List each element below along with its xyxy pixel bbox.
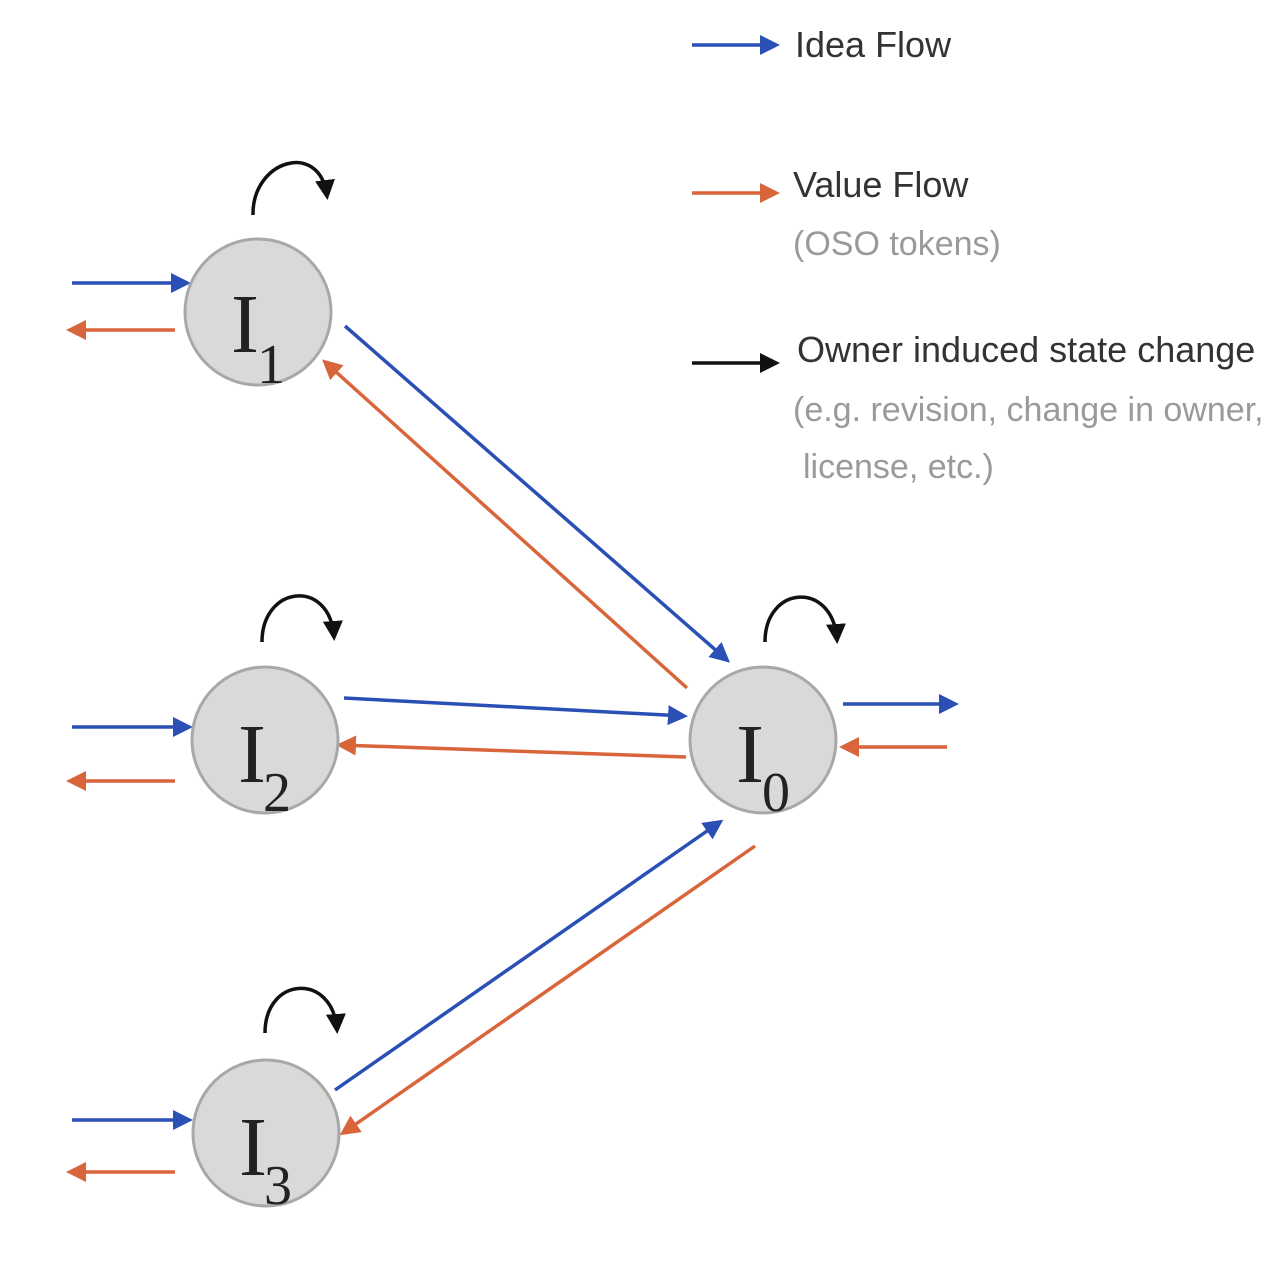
legend-value-subtitle: (OSO tokens) (793, 225, 1001, 263)
self-loop-i0 (763, 595, 846, 644)
self-loops (251, 160, 846, 1034)
node-i1-letter: I (231, 278, 259, 371)
node-i3-subscript: 3 (264, 1155, 292, 1217)
self-loop-i2 (260, 594, 343, 643)
self-loop-i1 (251, 160, 335, 216)
value-edge-i0-to-i1 (322, 359, 689, 690)
node-i1-subscript: 1 (257, 334, 285, 396)
node-i3: I 3 (191, 1058, 341, 1217)
idea-edge-i1-to-i0 (343, 324, 731, 663)
legend-owner-title: Owner induced state change (797, 329, 1255, 370)
node-i3-letter: I (239, 1101, 267, 1194)
legend-value-title: Value Flow (793, 164, 969, 205)
node-i0-letter: I (736, 708, 764, 801)
value-edge-i0-to-i3 (339, 844, 757, 1136)
node-i1: I 1 (183, 237, 333, 396)
legend-idea-title: Idea Flow (795, 24, 952, 65)
legend-owner-subtitle-line1: (e.g. revision, change in owner, (793, 391, 1264, 429)
legend: Idea Flow Value Flow (OSO tokens) Owner … (692, 24, 1264, 486)
internal-edges (322, 324, 757, 1136)
legend-owner-subtitle-line2: license, etc.) (803, 448, 994, 486)
value-edge-i0-to-i2 (336, 735, 687, 759)
node-i2: I 2 (190, 665, 340, 824)
idea-edge-i3-to-i0 (334, 819, 724, 1092)
node-i0-subscript: 0 (762, 762, 790, 824)
node-i2-letter: I (238, 708, 266, 801)
external-arrows (66, 273, 959, 1182)
node-i0: I 0 (688, 665, 838, 824)
node-i2-subscript: 2 (263, 762, 291, 824)
self-loop-i3 (263, 986, 346, 1034)
idea-edge-i2-to-i0 (343, 696, 688, 726)
